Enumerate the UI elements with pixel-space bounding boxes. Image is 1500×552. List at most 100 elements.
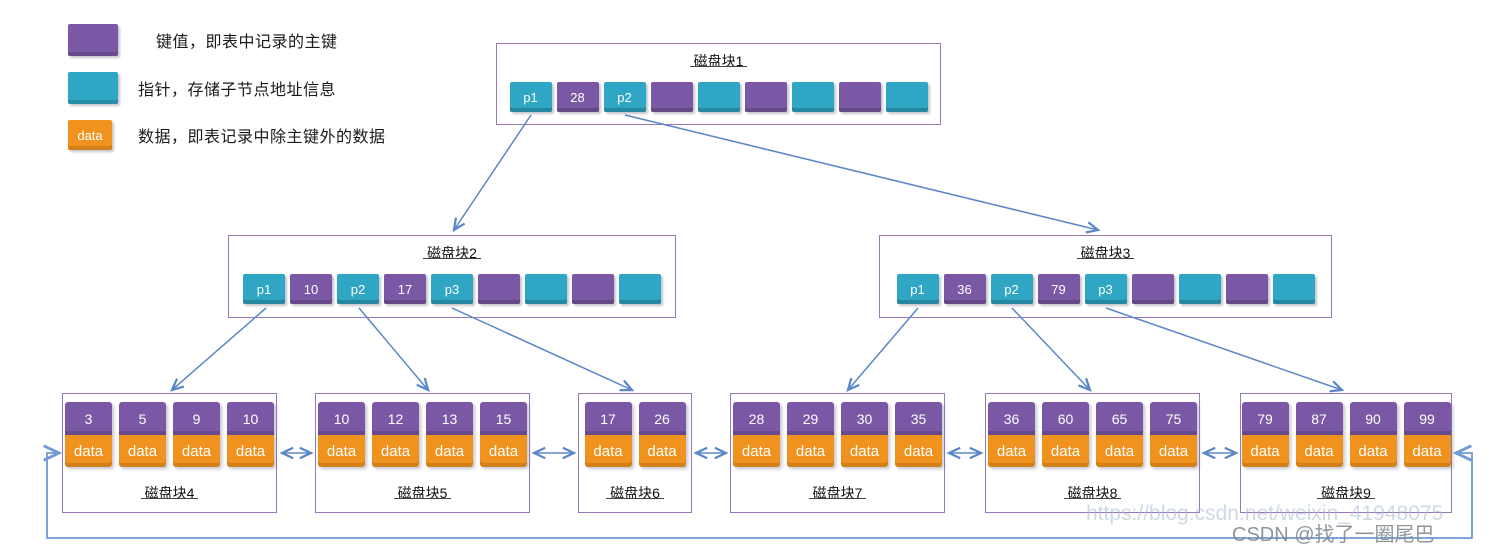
- disk-block-4-title: 磁盘块4: [144, 485, 195, 501]
- pointer-cell: p2: [603, 82, 646, 112]
- pointer-cell: [885, 82, 928, 112]
- data-cell: data: [1042, 435, 1089, 467]
- data-cell: data: [65, 435, 112, 467]
- pointer-cell: p2: [337, 274, 379, 304]
- key-cell: [650, 82, 693, 112]
- disk-block-7-title: 磁盘块7: [812, 485, 863, 501]
- pointer-cell: p1: [896, 274, 939, 304]
- arrow-root-p1-to-block2: [452, 114, 532, 233]
- data-cell: data: [895, 435, 942, 467]
- pointer-cell: p3: [1084, 274, 1127, 304]
- disk-block-6-title: 磁盘块6: [610, 485, 660, 501]
- watermark-author: CSDN @找了一圈尾巴: [1232, 524, 1435, 546]
- watermark-url: https://blog.csdn.net/weixin_41948075: [1086, 502, 1444, 525]
- key-cell: 15: [480, 402, 527, 435]
- data-cell: data: [173, 435, 220, 467]
- key-cell: 26: [638, 402, 686, 435]
- data-cell: data: [841, 435, 888, 467]
- data-cell: data: [480, 435, 527, 467]
- data-cell: data: [733, 435, 780, 467]
- key-cell: 5: [119, 402, 166, 435]
- disk-block-8-title: 磁盘块8: [1067, 485, 1118, 501]
- key-cell: 36: [988, 402, 1035, 435]
- pointer-cell: p1: [509, 82, 552, 112]
- key-cell: [572, 274, 614, 304]
- arrow-block3-p3-to-block9: [1105, 307, 1345, 393]
- pointer-cell: [697, 82, 740, 112]
- key-cell: 28: [733, 402, 780, 435]
- legend-key-label: 键值，即表中记录的主键: [156, 34, 338, 51]
- pointer-swatch-icon: [68, 72, 118, 104]
- key-cell: 35: [895, 402, 942, 435]
- arrow-block3-p1-to-block7: [846, 307, 919, 393]
- key-cell: 10: [227, 402, 274, 435]
- data-cell: data: [318, 435, 365, 467]
- arrow-block3-p2-to-block8: [1011, 307, 1092, 392]
- data-cell: data: [1403, 435, 1451, 467]
- legend-row-key: 键值，即表中记录的主键: [68, 24, 338, 56]
- data-cell: data: [1096, 435, 1143, 467]
- key-cell: 65: [1096, 402, 1143, 435]
- key-cell: 17: [584, 402, 632, 435]
- key-cell: 36: [943, 274, 986, 304]
- disk-block-2-title: 磁盘块2: [427, 245, 477, 261]
- disk-block-9-title: 磁盘块9: [1321, 485, 1371, 501]
- key-cell: [478, 274, 520, 304]
- data-cell: data: [988, 435, 1035, 467]
- key-cell: 9: [173, 402, 220, 435]
- data-swatch-icon: data: [68, 120, 112, 150]
- legend-data-label: 数据，即表记录中除主键外的数据: [138, 129, 386, 146]
- key-cell: 3: [65, 402, 112, 435]
- key-cell: 10: [318, 402, 365, 435]
- arrow-block2-p3-to-block6: [451, 307, 635, 392]
- data-cell: data: [1241, 435, 1289, 467]
- data-cell: data: [1150, 435, 1197, 467]
- key-cell: 87: [1295, 402, 1343, 435]
- legend-row-pointer: 指针，存储子节点地址信息: [68, 72, 336, 104]
- disk-block-5-title: 磁盘块5: [397, 485, 448, 501]
- key-cell: 90: [1349, 402, 1397, 435]
- arrow-block2-p1-to-block4: [169, 307, 267, 392]
- pointer-cell: [1178, 274, 1221, 304]
- legend-pointer-label: 指针，存储子节点地址信息: [138, 82, 337, 99]
- data-cell: data: [1295, 435, 1343, 467]
- pointer-cell: p2: [990, 274, 1033, 304]
- pointer-cell: [619, 274, 661, 304]
- data-cell: data: [638, 435, 686, 467]
- data-cell: data: [426, 435, 473, 467]
- key-cell: 17: [384, 274, 426, 304]
